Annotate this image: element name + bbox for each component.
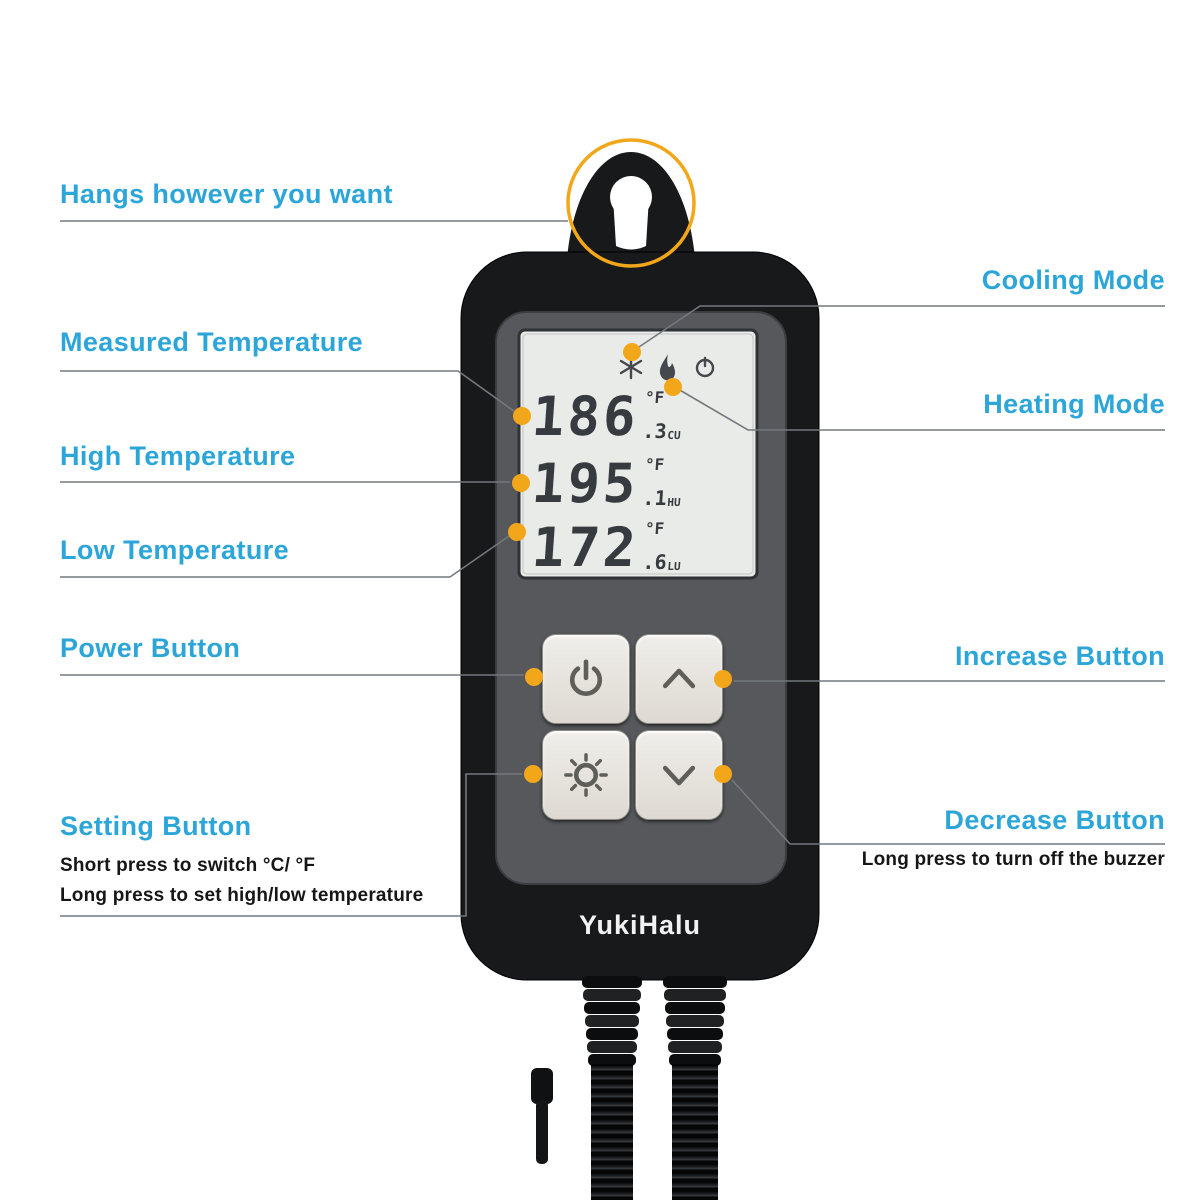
high-temp-fraction: .1 bbox=[641, 486, 668, 510]
measured-temp-unit: °F bbox=[644, 388, 665, 407]
callout-label-high: High Temperature bbox=[60, 441, 296, 471]
high-temp-unit: °F bbox=[644, 455, 665, 474]
callout-label-setting: Setting Button bbox=[60, 811, 252, 841]
callout-note-decrease: Long press to turn off the buzzer bbox=[861, 849, 1165, 870]
cable-left bbox=[582, 976, 642, 1200]
low-temp-tag: LU bbox=[666, 560, 682, 573]
chevron-down-icon bbox=[662, 765, 696, 786]
device-setting-button bbox=[542, 730, 630, 820]
keyhole bbox=[610, 176, 652, 250]
low-temp-unit: °F bbox=[644, 519, 665, 538]
device-decrease-button bbox=[635, 730, 723, 820]
heating-flame-icon bbox=[659, 354, 676, 381]
power-indicator-icon bbox=[695, 356, 715, 378]
device-increase-button bbox=[635, 634, 723, 724]
measured-temp-fraction: .3 bbox=[641, 419, 668, 443]
lcd-row-low: 172 °F .6 LU bbox=[529, 516, 684, 579]
callout-label-hang: Hangs however you want bbox=[60, 179, 393, 209]
device-button-grid bbox=[542, 634, 723, 820]
lcd-row-measured: 186 °F .3 CU bbox=[529, 385, 684, 448]
callout-label-measured: Measured Temperature bbox=[60, 327, 364, 357]
high-temp-tag: HU bbox=[666, 496, 682, 509]
callout-note-setting-1: Short press to switch °C/ °F bbox=[60, 855, 316, 876]
lcd-row-high: 195 °F .1 HU bbox=[529, 452, 684, 515]
callout-label-low: Low Temperature bbox=[60, 535, 290, 565]
cable-right bbox=[663, 976, 727, 1200]
callout-label-decrease: Decrease Button bbox=[944, 805, 1165, 835]
high-temp-value: 195 bbox=[529, 452, 641, 515]
low-temp-fraction: .6 bbox=[641, 550, 668, 574]
power-icon bbox=[569, 659, 603, 696]
measured-temp-value: 186 bbox=[529, 385, 641, 448]
callout-label-cooling: Cooling Mode bbox=[981, 265, 1165, 295]
callout-label-power: Power Button bbox=[60, 633, 241, 663]
hang-highlight-circle bbox=[566, 138, 696, 268]
device-power-button bbox=[542, 634, 630, 724]
brand-logo: YukiHalu bbox=[578, 910, 702, 940]
measured-temp-tag: CU bbox=[666, 429, 682, 442]
gear-sun-icon bbox=[564, 753, 608, 797]
probe-plug bbox=[531, 1068, 553, 1164]
low-temp-value: 172 bbox=[529, 516, 641, 579]
callout-label-heating: Heating Mode bbox=[983, 389, 1165, 419]
callout-label-increase: Increase Button bbox=[954, 641, 1165, 671]
callout-note-setting-2: Long press to set high/low temperature bbox=[60, 885, 424, 906]
chevron-up-icon bbox=[662, 668, 696, 689]
